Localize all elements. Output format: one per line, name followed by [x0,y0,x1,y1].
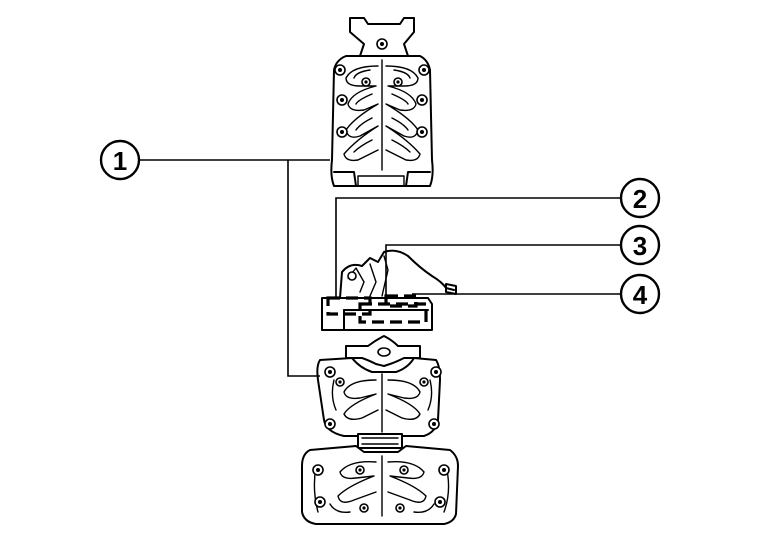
callout-4-label: 4 [633,280,648,310]
leader-lines [140,159,622,377]
leader-3 [385,244,622,296]
callout-3: 3 [619,224,661,266]
leader-2 [335,197,622,298]
callout-4: 4 [619,273,661,315]
seatback-heater-pad-icon [330,17,434,187]
heater-control-unit-icon [321,249,457,331]
callout-1: 1 [99,139,141,181]
seat-cushion-heater-pad-icon [301,335,459,525]
callout-2-label: 2 [633,184,647,214]
callout-2: 2 [619,177,661,219]
callout-1-label: 1 [113,146,127,176]
leader-1-branch [287,160,320,377]
callout-3-label: 3 [633,231,647,261]
